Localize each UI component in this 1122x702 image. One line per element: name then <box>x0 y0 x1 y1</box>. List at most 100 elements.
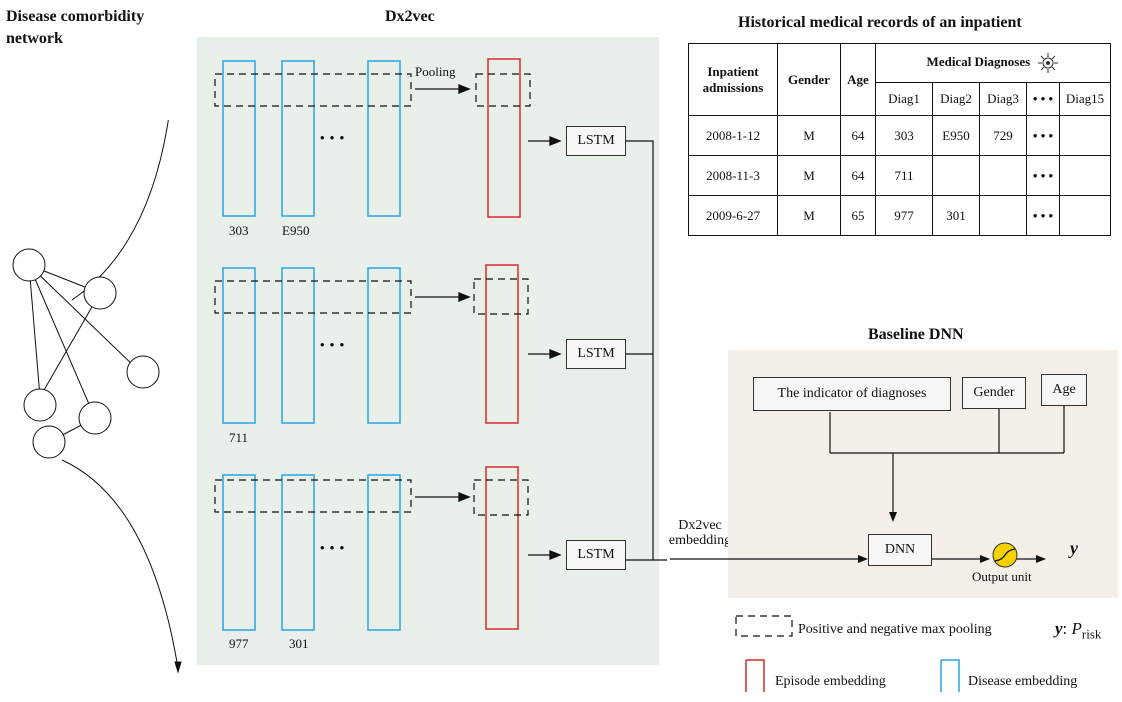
table-row: 2008-11-3 M 64 711 • • • <box>688 155 1111 196</box>
cell-diag <box>1059 155 1111 196</box>
network-node <box>12 248 46 282</box>
cell-age: 65 <box>840 195 876 236</box>
input-age: Age <box>1041 374 1087 406</box>
cell-diag: E950 <box>932 115 980 156</box>
disease-code: 977 <box>229 636 249 651</box>
cell-age: 64 <box>840 155 876 196</box>
records-table: Inpatient admissions Gender Age Medical … <box>688 43 1111 236</box>
pooling-dashed-box <box>473 479 529 516</box>
dx2vec-embedding-label: Dx2vec embedding <box>660 518 740 548</box>
cell-diag <box>1059 115 1111 156</box>
input-diagnoses-indicator: The indicator of diagnoses <box>753 377 951 411</box>
header-diagnoses: Medical Diagnoses <box>875 43 1111 83</box>
cell-diag: 711 <box>875 155 933 196</box>
comorbidity-network-graph <box>12 120 182 674</box>
header-age: Age <box>840 43 876 116</box>
lstm-box: LSTM <box>566 339 626 369</box>
legend-disease-swatch <box>940 659 960 692</box>
pooling-dashed-box <box>473 278 529 315</box>
pooling-dashed-box <box>214 73 412 107</box>
legend-episode-text: Episode embedding <box>775 674 886 689</box>
disease-embedding-bar <box>281 267 315 424</box>
episode-embedding-bar <box>485 264 519 424</box>
cell-diag: 303 <box>875 115 933 156</box>
network-node <box>23 388 57 422</box>
diag-col-header: • • • <box>1026 82 1060 116</box>
network-node <box>32 425 66 459</box>
embedding-label-line2: embedding <box>668 533 732 548</box>
cell-diag <box>1059 195 1111 236</box>
network-node <box>126 355 160 389</box>
diag-col-header: Diag15 <box>1059 82 1111 116</box>
records-title: Historical medical records of an inpatie… <box>738 14 1022 31</box>
legend-p: P <box>1071 619 1082 638</box>
disease-embedding-bar <box>367 474 401 631</box>
cell-gender: M <box>777 115 841 156</box>
disease-embedding-bar <box>281 474 315 631</box>
cell-age: 64 <box>840 115 876 156</box>
disease-embedding-bar <box>281 60 315 217</box>
disease-embedding-bar <box>367 60 401 217</box>
legend-shapes <box>735 615 960 692</box>
dnn-box: DNN <box>868 534 932 566</box>
legend-disease-text: Disease embedding <box>968 674 1078 689</box>
cell-diag <box>979 155 1027 196</box>
cell-date: 2008-11-3 <box>688 155 778 196</box>
disease-code: E950 <box>282 223 310 238</box>
pooling-dashed-box <box>214 280 412 314</box>
diag-col-header: Diag3 <box>979 82 1027 116</box>
cell-diag <box>932 155 980 196</box>
disease-code: 303 <box>229 223 249 238</box>
cell-diag: • • • <box>1026 195 1060 236</box>
cell-date: 2008-1-12 <box>688 115 778 156</box>
pooling-label: Pooling <box>415 64 456 79</box>
disease-code: 301 <box>289 636 309 651</box>
disease-embedding-bar <box>222 474 256 631</box>
network-title: Disease comorbidity network <box>6 8 145 47</box>
output-unit-label: Output unit <box>972 569 1032 584</box>
ellipsis: • • • <box>320 130 346 145</box>
network-arc-bottom <box>61 459 179 669</box>
baseline-connectors <box>670 406 1065 568</box>
y-output-label: y <box>1070 538 1078 558</box>
disease-code: 711 <box>229 430 249 445</box>
baseline-title: Baseline DNN <box>868 326 964 343</box>
ellipsis: • • • <box>320 337 346 352</box>
episode-embedding-bar <box>485 466 519 630</box>
diag-col-header: Diag2 <box>932 82 980 116</box>
header-admissions: Inpatient admissions <box>688 43 778 116</box>
disease-embedding-bar <box>222 60 256 217</box>
dx2vec-title: Dx2vec <box>385 8 435 25</box>
legend-episode-swatch <box>745 659 765 692</box>
diagnoses-label: Medical Diagnoses <box>926 53 1031 69</box>
cell-diag: • • • <box>1026 155 1060 196</box>
header-gender: Gender <box>777 43 841 116</box>
diag-col-header: Diag1 <box>875 82 933 116</box>
ellipsis: • • • <box>320 540 346 555</box>
pooling-dashed-box <box>475 73 531 107</box>
network-node <box>78 401 112 435</box>
dx2vec-diagram <box>214 58 667 631</box>
legend-prisk: y: Prisk <box>1055 619 1102 642</box>
cell-diag <box>979 195 1027 236</box>
legend-pooling-text: Positive and negative max pooling <box>798 622 992 637</box>
network-arc-top <box>71 120 169 301</box>
input-gender: Gender <box>962 377 1026 409</box>
pooling-dashed-box <box>214 479 412 513</box>
legend-y: y <box>1055 619 1063 638</box>
table-row: 2008-1-12 M 64 303 E950 729 • • • <box>688 115 1111 156</box>
legend-dashed-box <box>735 615 793 637</box>
embedding-label-line1: Dx2vec <box>678 518 722 533</box>
cell-diag: 301 <box>932 195 980 236</box>
output-unit-icon <box>992 542 1018 568</box>
legend-risk-sub: risk <box>1081 626 1102 642</box>
lstm-box: LSTM <box>566 540 626 570</box>
disease-embedding-bar <box>222 267 256 424</box>
cell-diag: 729 <box>979 115 1027 156</box>
episode-embedding-bar <box>487 58 521 218</box>
cell-diag: • • • <box>1026 115 1060 156</box>
virus-icon <box>1038 53 1059 73</box>
lstm-box: LSTM <box>566 126 626 156</box>
network-node <box>83 276 117 310</box>
cell-diag: 977 <box>875 195 933 236</box>
